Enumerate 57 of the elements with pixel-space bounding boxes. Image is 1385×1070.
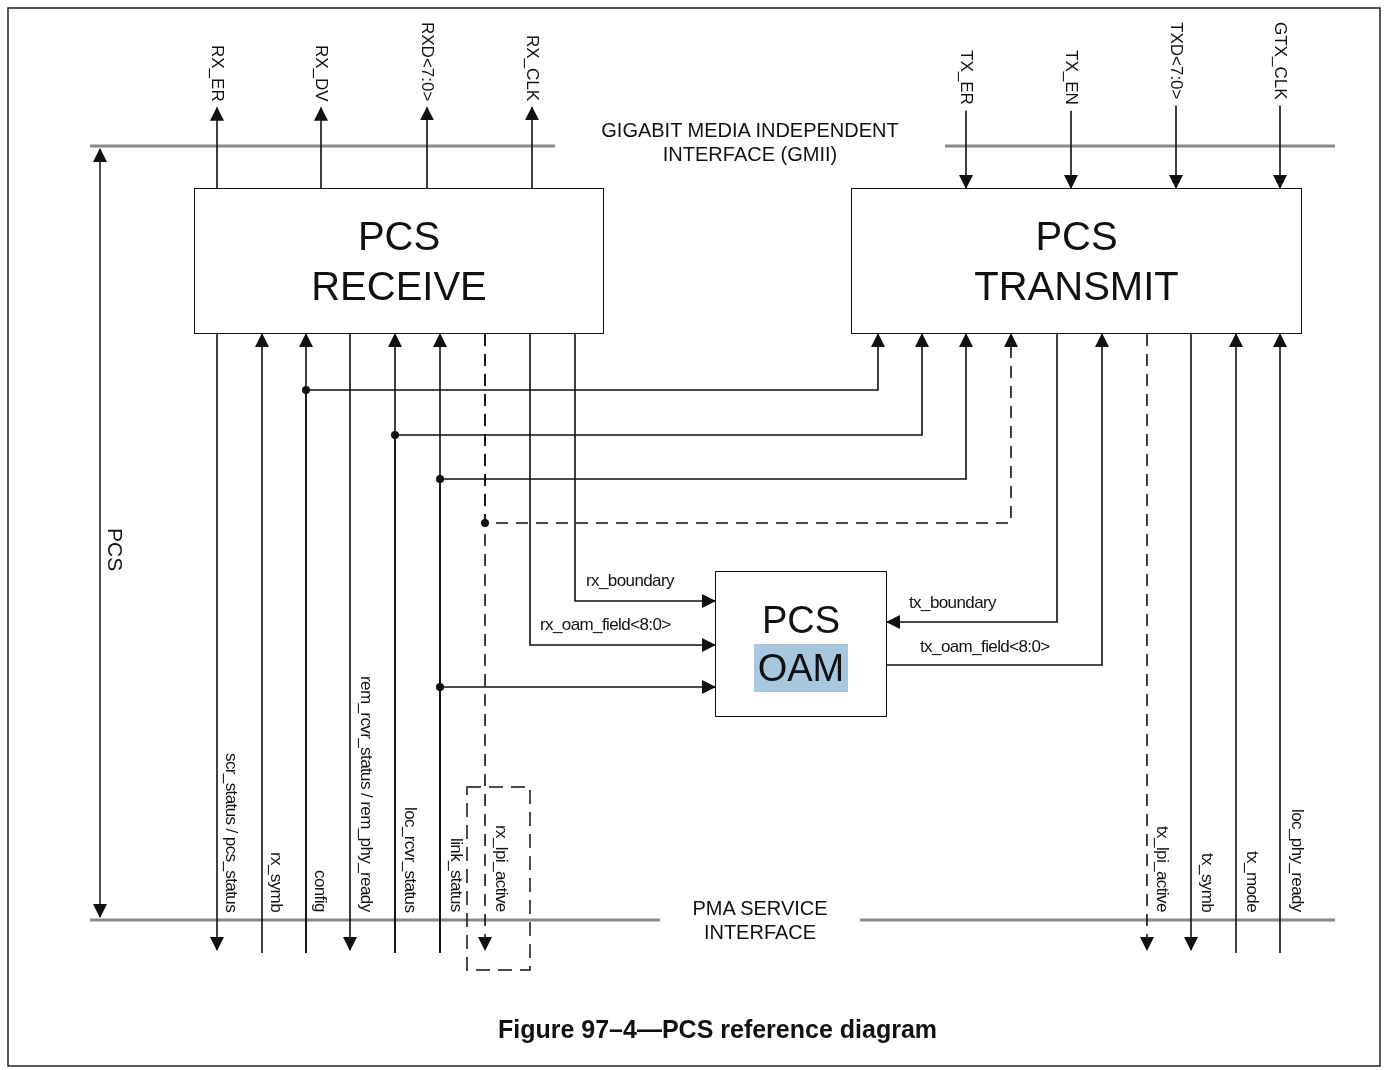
arrow (305, 333, 885, 954)
signal-label: rx_oam_field<8:0> (540, 616, 671, 634)
box-label: PCS (357, 213, 441, 260)
process-box (715, 571, 887, 717)
arrow (343, 333, 357, 951)
signal-label: scr_status / pcs_status (222, 752, 240, 912)
signal-label: rx_symb (267, 851, 285, 912)
arrow (1273, 333, 1287, 954)
signal-name: RX_DV (312, 45, 330, 102)
dashed-arrow (1140, 333, 1154, 951)
signal-name: TX_ER (957, 50, 975, 105)
signal-name: GTX_CLK (1271, 22, 1289, 100)
dashed-arrow (484, 333, 1018, 524)
process-box (194, 188, 604, 334)
arrow (886, 333, 1058, 629)
signal-label: loc_rcvr_status (401, 806, 419, 912)
arrow (439, 680, 716, 954)
arrow (1184, 333, 1198, 951)
signal-name: TX_EN (1062, 50, 1080, 105)
signal-label: config (311, 870, 329, 912)
signal-label: tx_oam_field<8:0> (920, 638, 1050, 656)
arrow (1169, 104, 1183, 189)
arrow (959, 110, 973, 189)
arrow (420, 106, 434, 189)
signal-label: tx_symb (1198, 852, 1216, 912)
signal-label: rx_lpi_active (492, 825, 510, 912)
box-label: PCS (761, 598, 841, 643)
arrow (255, 333, 269, 954)
box-label: PCS (1035, 213, 1118, 260)
signal-label: rx_boundary (586, 572, 674, 590)
signal-label: link_status (447, 838, 465, 912)
dimension-label: PCS (106, 528, 124, 572)
signal-name: RX_CLK (523, 35, 541, 102)
arrow (210, 106, 224, 189)
figure-caption: Figure 97–4—PCS reference diagram (496, 1015, 939, 1044)
signal-name: TXD<7:0> (1167, 22, 1185, 100)
arrow (210, 333, 224, 951)
arrow (525, 106, 539, 189)
signal-label: tx_mode (1243, 851, 1261, 912)
arrow (394, 333, 929, 954)
arrow (529, 333, 716, 652)
signal-name: RXD<7:0> (418, 22, 436, 102)
box-label: RECEIVE (311, 263, 487, 310)
signal-label: rem_rcvr_status / rem_phy_ready (357, 676, 375, 912)
arrow (574, 333, 716, 608)
signal-label: loc_phy_ready (1288, 809, 1306, 912)
signal-name: RX_ER (208, 45, 226, 102)
arrow (314, 106, 328, 189)
arrow (1229, 333, 1243, 954)
process-box (851, 188, 1302, 334)
arrow (1064, 110, 1078, 189)
signal-label: tx_lpi_active (1153, 826, 1171, 912)
arrow (886, 333, 1109, 666)
arrow (1273, 104, 1287, 189)
box-label: TRANSMIT (974, 263, 1179, 310)
signal-label: tx_boundary (909, 594, 996, 612)
highlighted-label: OAM (753, 644, 849, 692)
